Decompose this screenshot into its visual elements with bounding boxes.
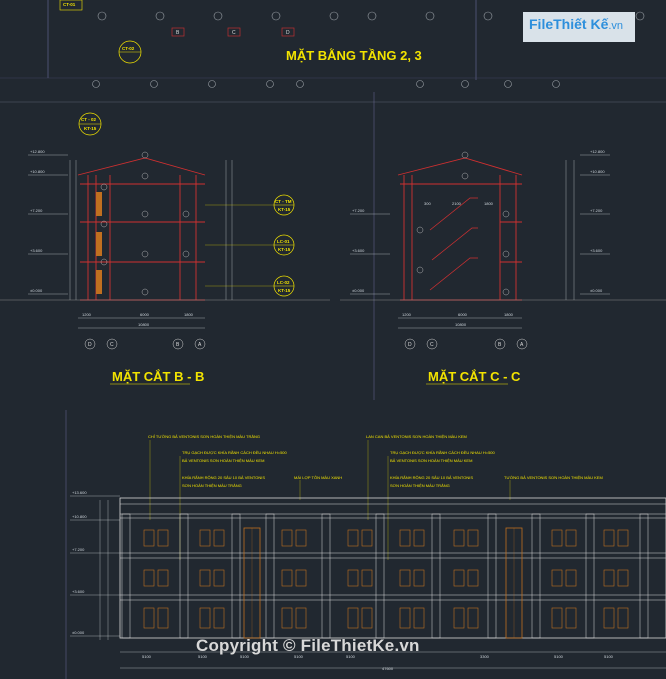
- stair-dim-3: 1800: [484, 201, 494, 206]
- note-11: SƠN HOÀN THIỆN MÀU TRẮNG: [390, 483, 450, 488]
- elev-level-5: ±0.000: [72, 630, 85, 635]
- plan-grid-b: B: [176, 30, 180, 36]
- elev-dim-1: 5100: [142, 654, 152, 659]
- dim-cc-total: 10800: [455, 322, 467, 327]
- level-right-2: +10.800: [590, 169, 605, 174]
- grid-cc-b: B: [498, 342, 502, 348]
- note-9: BẢ VENTONIS SƠN HOÀN THIỆN MÀU KEM: [390, 458, 472, 463]
- stair-dim-2: 2100: [452, 201, 462, 206]
- elev-dim-8: 5100: [604, 654, 614, 659]
- tag-lc01-b: KT-15: [278, 247, 291, 252]
- filethietke-logo-text[interactable]: FileThiết Kế.vn: [529, 16, 623, 32]
- elev-dim-7: 5100: [554, 654, 564, 659]
- plan-grid-c: C: [232, 30, 236, 36]
- note-3: BẢ VENTONIS SƠN HOÀN THIỆN MÀU KEM: [182, 458, 264, 463]
- note-7: LAN CAN BẢ VENTONIS SƠN HOÀN THIỆN MÀU K…: [366, 434, 467, 439]
- level-left-5: ±0.000: [30, 288, 43, 293]
- note-5: SƠN HOÀN THIỆN MÀU TRẮNG: [182, 483, 242, 488]
- filethietke-logo[interactable]: [523, 12, 635, 42]
- note-4: KHÍA RÃNH RỘNG 20 SÂU 10 BẢ VENTONIS: [182, 475, 265, 480]
- elev-level-2: +10.800: [72, 514, 87, 519]
- logo-brand2: Thiết Kế: [553, 16, 609, 32]
- tag-lc02-b: KT-15: [278, 288, 291, 293]
- section-bb-title: MẶT CẮT B - B: [112, 369, 204, 384]
- level-right-5: ±0.000: [590, 288, 603, 293]
- copyright-watermark: Copyright © FileThietKe.vn: [196, 636, 420, 655]
- elev-level-1: +13.600: [72, 490, 87, 495]
- elev-dim-5: 5100: [346, 654, 356, 659]
- grid-cc-a: A: [520, 342, 524, 348]
- plan-title: MẶT BẰNG TẦNG 2, 3: [286, 48, 422, 63]
- level-right-1: +12.800: [590, 149, 605, 154]
- grid-cc-d: D: [408, 342, 412, 348]
- tag-bb-1b: KT-15: [84, 126, 97, 131]
- dim-cc-2: 6000: [458, 312, 468, 317]
- elev-dim-6: 3300: [480, 654, 490, 659]
- dim-bb-total: 10800: [138, 322, 150, 327]
- elev-dim-3: 5100: [240, 654, 250, 659]
- note-12: TƯỜNG BẢ VENTONIS SƠN HOÀN THIỆN MÀU KEM: [504, 475, 603, 480]
- tag-lc01: LC-01: [277, 239, 290, 244]
- elev-dim-4: 5100: [294, 654, 304, 659]
- grid-cc-c: C: [430, 342, 434, 348]
- plan-tag-ct02: CT-02: [122, 46, 135, 51]
- section-cc-title: MẶT CẮT C - C: [428, 369, 521, 384]
- stair-dim-1: 300: [424, 201, 431, 206]
- level-left-3: +7.200: [30, 208, 43, 213]
- dim-bb-1: 1200: [82, 312, 92, 317]
- plan-grid-d: D: [286, 30, 290, 36]
- note-8: TRỤ GẠCH ĐƯỢC KHÍA RÃNH CÁCH ĐỀU NHAU H=…: [390, 450, 496, 455]
- floor-plan-strip: B C D CT-01 CT-02 MẶT BẰNG TẦNG 2, 3: [0, 0, 666, 88]
- dim-cc-3: 1800: [504, 312, 514, 317]
- elev-dim-total: 47600: [382, 666, 394, 671]
- note-1: CHỈ TƯỜNG BẢ VENTONIS SƠN HOÀN THIỆN MÀU…: [148, 434, 260, 439]
- note-2: TRỤ GẠCH ĐƯỢC KHÍA RÃNH CÁCH ĐỀU NHAU H=…: [182, 450, 288, 455]
- level-left-1: +12.800: [30, 149, 45, 154]
- grid-bb-a: A: [198, 342, 202, 348]
- note-10: KHÍA RÃNH RỘNG 20 SÂU 10 BẢ VENTONIS: [390, 475, 473, 480]
- elev-level-3: +7.200: [72, 547, 85, 552]
- level-cc-left-2: +3.600: [352, 248, 365, 253]
- plan-tag-ct01: CT-01: [63, 2, 76, 7]
- level-right-4: +3.600: [590, 248, 603, 253]
- grid-bb-c: C: [110, 342, 114, 348]
- level-left-4: +3.600: [30, 248, 43, 253]
- level-left-2: +10.800: [30, 169, 45, 174]
- tag-bb-1: CT - 02: [81, 117, 97, 122]
- elevation-drawing: CHỈ TƯỜNG BẢ VENTONIS SƠN HOÀN THIỆN MÀU…: [65, 410, 666, 679]
- dim-bb-3: 1800: [184, 312, 194, 317]
- grid-bb-b: B: [176, 342, 180, 348]
- level-cc-left-1: +7.200: [352, 208, 365, 213]
- note-6: MÁI LỢP TÔN MÀU XANH: [294, 475, 342, 480]
- grid-bb-d: D: [88, 342, 92, 348]
- level-right-3: +7.200: [590, 208, 603, 213]
- tag-ct-tm-b: KT-15: [278, 207, 291, 212]
- dim-cc-1: 1200: [402, 312, 412, 317]
- level-cc-left-3: ±0.000: [352, 288, 365, 293]
- dim-bb-2: 6000: [140, 312, 150, 317]
- section-bb-drawing: +12.800 +10.800 +7.200 +3.600 ±0.000: [0, 112, 330, 385]
- logo-ext: .vn: [608, 20, 624, 32]
- section-cc-drawing: +7.200 +3.600 ±0.000 +12.800 +10.800 +7.…: [340, 149, 666, 385]
- tag-lc02: LC-02: [277, 280, 290, 285]
- elev-dim-2: 5100: [198, 654, 208, 659]
- tag-ct-tm: CT - TM: [275, 199, 292, 204]
- elev-level-4: +3.600: [72, 589, 85, 594]
- logo-brand: File: [529, 16, 554, 32]
